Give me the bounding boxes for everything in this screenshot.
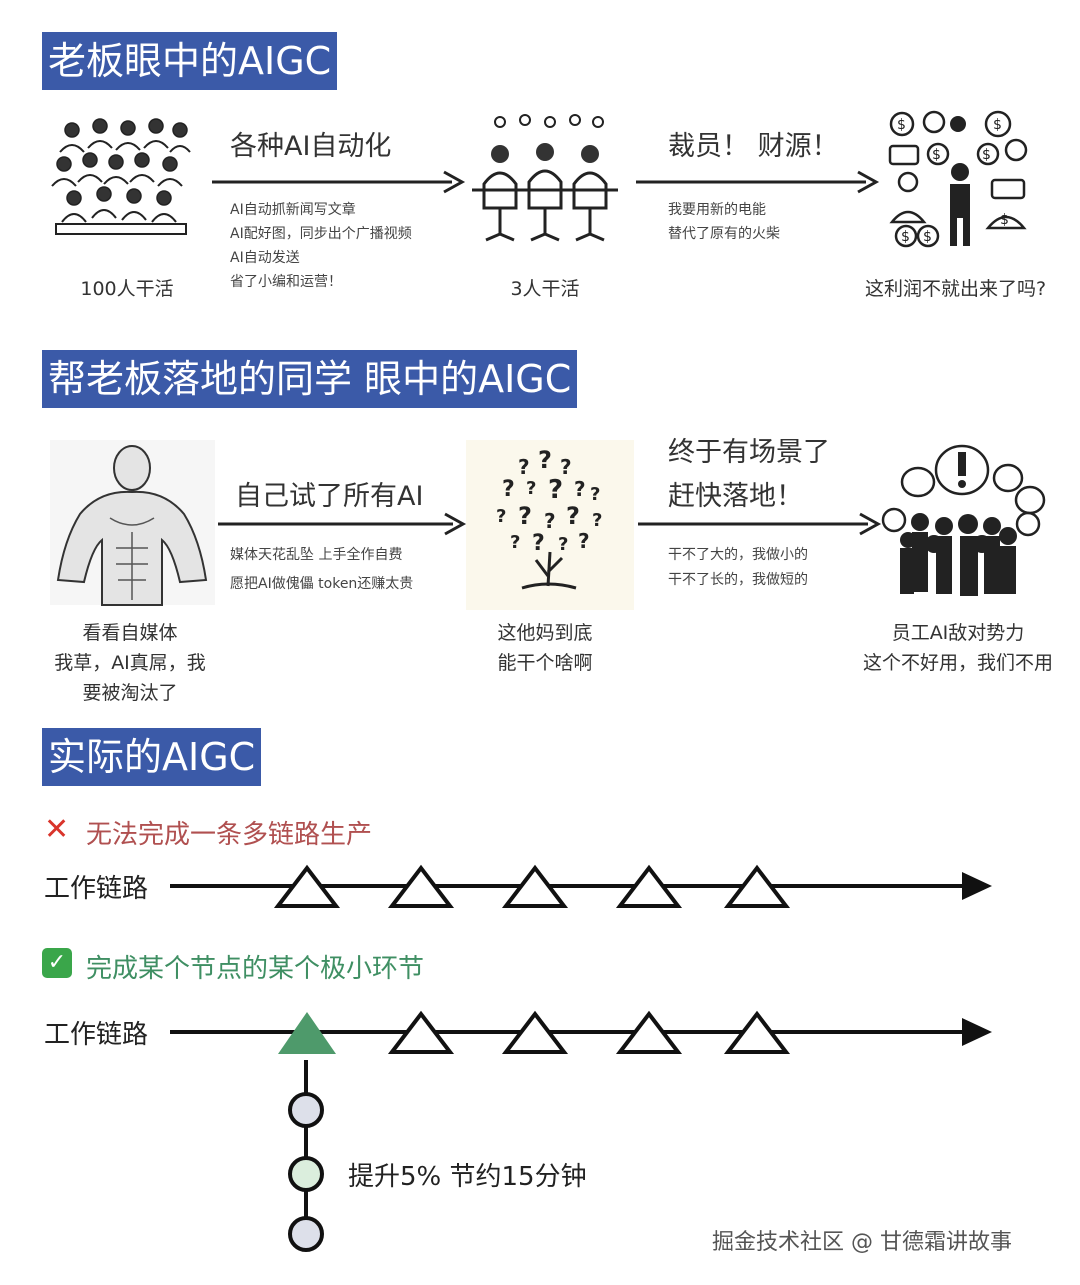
svg-text:?: ?	[496, 506, 506, 527]
svg-text:?: ?	[526, 478, 536, 499]
arrow2	[636, 170, 880, 194]
svg-text:?: ?	[590, 484, 600, 505]
s2-stage2-caption-0: 这他妈到底	[497, 622, 593, 644]
arrow2-note-0: 我要用新的电能	[668, 202, 766, 218]
s2-arrow2-title-0: 终于有场景了	[668, 437, 830, 468]
s2-arrow2	[638, 512, 882, 536]
svg-text:$: $	[982, 147, 991, 163]
arrow1-title: 各种AI自动化	[230, 131, 392, 162]
arrow2-note-1: 替代了原有的火柴	[668, 226, 780, 242]
svg-text:$: $	[923, 229, 932, 245]
s2-stage1-caption-2: 要被淘汰了	[82, 682, 178, 704]
s2-stage3-caption-0: 员工AI敌对势力	[891, 622, 1025, 644]
svg-text:?: ?	[548, 475, 563, 505]
arrow2-title: 裁员！ 财源！	[668, 131, 839, 162]
svg-text:?: ?	[532, 531, 545, 556]
arrow1-note-3: 省了小编和运营！	[230, 274, 342, 290]
svg-text:?: ?	[544, 509, 556, 533]
chain2-arrow	[170, 1010, 992, 1054]
s2-arrow1-note-1: 愿把AI做傀儡 token还赚太贵	[230, 576, 414, 592]
arrow1	[212, 170, 466, 194]
workers-icon	[472, 114, 618, 242]
svg-text:?: ?	[560, 455, 572, 479]
stage3-caption: 这利润不就出来了吗?	[864, 278, 1047, 300]
chain1-arrow	[170, 864, 992, 908]
s2-arrow1-title: 自己试了所有AI	[235, 481, 424, 512]
s2-arrow2-note-1: 干不了长的，我做短的	[668, 572, 808, 588]
section2-title: 帮老板落地的同学 眼中的AIGC	[42, 350, 578, 408]
angry-crowd-icon	[881, 444, 1046, 596]
svg-text:?: ?	[510, 532, 520, 553]
watermark: 掘金技术社区 @ 甘德霜讲故事	[712, 1230, 1012, 1255]
svg-text:?: ?	[592, 510, 602, 531]
s2-arrow1	[218, 512, 467, 536]
svg-text:$: $	[1000, 212, 1009, 228]
arrow1-note-0: AI自动抓新闻写文章	[230, 202, 356, 218]
svg-text:$: $	[932, 147, 941, 163]
success-text: 完成某个节点的某个极小环节	[86, 954, 425, 984]
chain1-label: 工作链路	[44, 874, 149, 904]
s2-stage1-caption-1: 我草，AI真屌，我	[54, 652, 206, 674]
s2-arrow2-note-0: 干不了大的，我做小的	[668, 547, 808, 563]
s2-arrow1-note-0: 媒体天花乱坠 上手全作自费	[230, 547, 403, 563]
svg-text:$: $	[993, 117, 1002, 133]
fail-icon: ✕	[44, 812, 70, 847]
sub-chain-text: 提升5% 节约15分钟	[348, 1162, 587, 1192]
check-icon: ✓	[42, 948, 72, 978]
svg-text:$: $	[901, 229, 910, 245]
arrow1-note-2: AI自动发送	[230, 250, 300, 266]
s2-arrow2-title-1: 赶快落地！	[668, 481, 803, 512]
svg-text:?: ?	[566, 502, 580, 530]
sub-chain	[288, 1060, 324, 1252]
stage1-caption: 100人干活	[80, 278, 174, 300]
svg-text:$: $	[897, 117, 906, 133]
svg-text:?: ?	[502, 477, 515, 502]
svg-text:?: ?	[518, 455, 530, 479]
chain2-label: 工作链路	[44, 1020, 149, 1050]
section1-title: 老板眼中的AIGC	[42, 32, 338, 90]
s2-stage1-caption-0: 看看自媒体	[82, 622, 178, 644]
stage2-caption: 3人干活	[510, 278, 580, 300]
svg-text:?: ?	[558, 534, 568, 555]
question-tree-icon: ??? ????? ????? ????	[466, 440, 634, 610]
section3-title: 实际的AIGC	[42, 728, 262, 786]
money-icon: $$$$$$$	[888, 110, 1028, 248]
svg-text:?: ?	[538, 446, 552, 474]
arrow1-note-1: AI配好图，同步出个广播视频	[230, 226, 412, 242]
muscle-man-icon	[50, 440, 215, 606]
svg-text:?: ?	[518, 502, 532, 530]
s2-stage3-caption-1: 这个不好用，我们不用	[862, 652, 1053, 674]
fail-text: 无法完成一条多链路生产	[86, 820, 373, 850]
svg-text:?: ?	[574, 477, 586, 501]
s2-stage2-caption-1: 能干个啥啊	[497, 652, 593, 674]
crowd-icon	[51, 118, 191, 235]
svg-text:?: ?	[578, 529, 590, 553]
